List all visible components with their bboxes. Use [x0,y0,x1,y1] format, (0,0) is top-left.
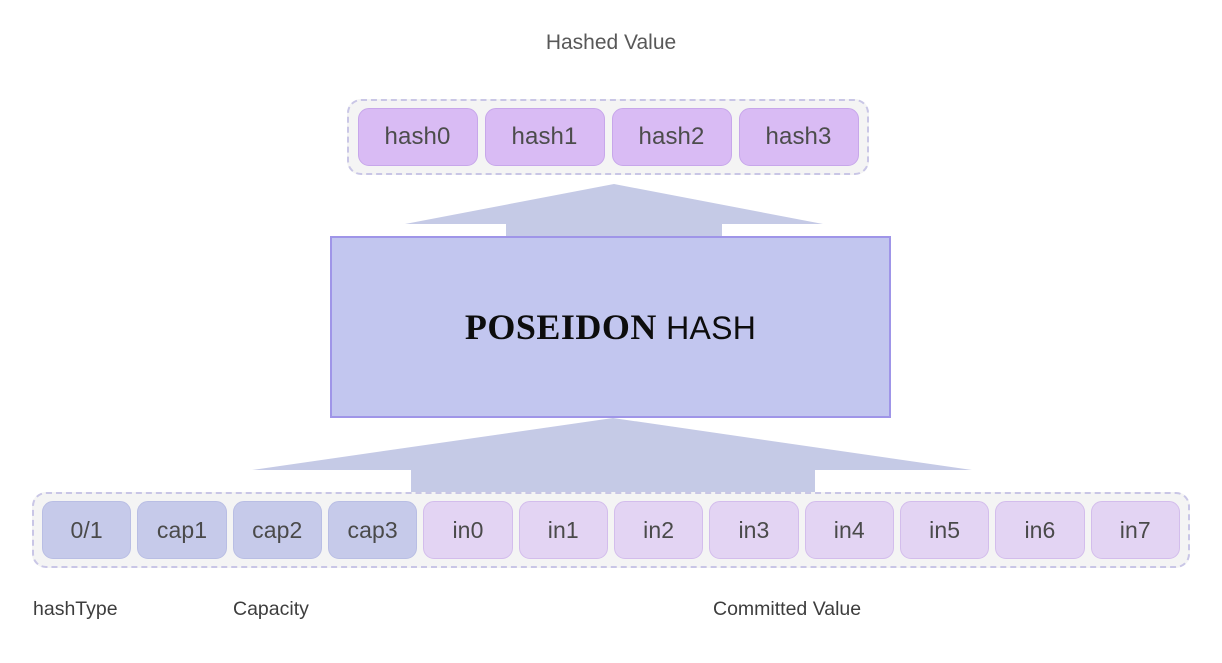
poseidon-hash-box: POSEIDON HASH [330,236,891,418]
arrow-input-to-core-icon [252,418,972,494]
input-cell-cap3[interactable]: cap3 [327,501,418,559]
input-cell-in2[interactable]: in2 [613,501,704,559]
input-cell-in5[interactable]: in5 [899,501,990,559]
page-title: Hashed Value [545,31,677,54]
input-row-group: 0/1 cap1 cap2 cap3 in0 in1 in2 in3 in4 i… [32,492,1190,568]
arrow-core-to-output-icon [405,184,823,238]
hash-word: HASH [656,310,757,346]
poseidon-hash-label: POSEIDON HASH [465,309,756,345]
input-cell-in4[interactable]: in4 [804,501,894,559]
input-cell-cap1[interactable]: cap1 [137,501,227,559]
label-capacity: Capacity [233,598,309,620]
hash-cell-1[interactable]: hash1 [484,108,605,166]
hashed-value-group: hash0 hash1 hash2 hash3 [347,99,869,175]
input-cell-hashtype[interactable]: 0/1 [42,501,132,559]
hash-cell-2[interactable]: hash2 [611,108,732,166]
input-cell-in1[interactable]: in1 [518,501,608,559]
label-committed-value: Committed Value [713,598,862,620]
input-cell-in0[interactable]: in0 [423,501,513,559]
input-cell-cap2[interactable]: cap2 [232,501,322,559]
hash-cell-0[interactable]: hash0 [357,108,478,166]
input-cell-in3[interactable]: in3 [709,501,799,559]
input-cell-in7[interactable]: in7 [1090,501,1180,559]
label-hash-type: hashType [33,598,118,620]
poseidon-word: POSEIDON [464,307,657,347]
hash-cell-3[interactable]: hash3 [738,108,859,166]
input-cell-in6[interactable]: in6 [995,501,1085,559]
